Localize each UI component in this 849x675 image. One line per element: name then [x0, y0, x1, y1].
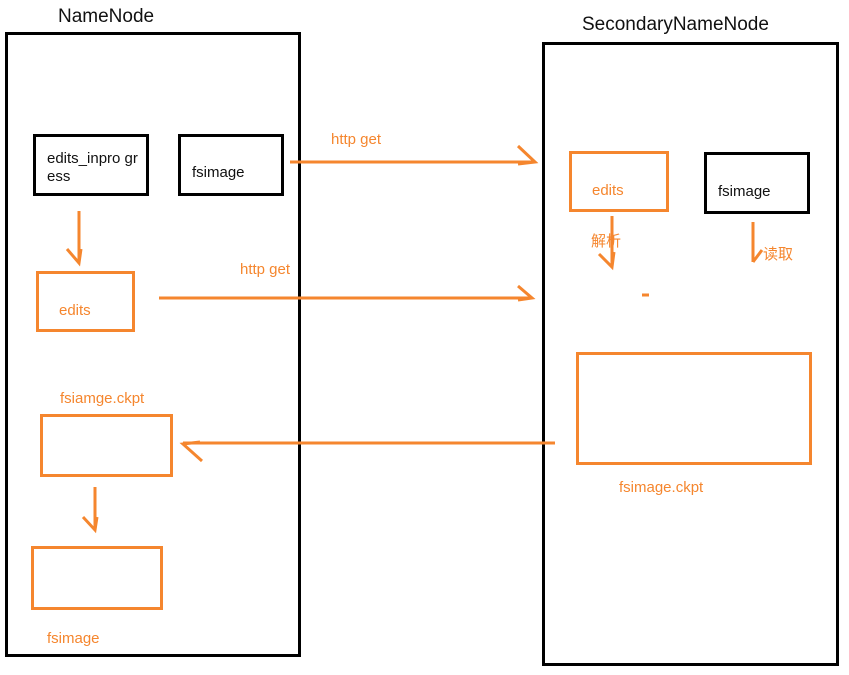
namenode-new-fsimage-box	[31, 546, 163, 610]
secondary-edits-box	[569, 151, 669, 212]
namenode-edits-label: edits	[59, 302, 91, 319]
namenode-title: NameNode	[58, 6, 155, 27]
ckpt-to-fsimage-arrow	[81, 487, 99, 534]
namenode-edits-box	[36, 271, 135, 332]
http-get-fsimage-arrow	[290, 144, 539, 166]
namenode-fsimage-box	[178, 134, 284, 196]
ckpt-transfer-arrow	[179, 440, 555, 463]
http-get-label-1: http get	[331, 131, 382, 148]
namenode-ckpt-box	[40, 414, 173, 477]
secondary-title: SecondaryNameNode	[582, 14, 769, 35]
read-label: 读取	[763, 246, 794, 263]
edits-inprogress-box	[33, 134, 149, 196]
http-get-label-2: http get	[240, 261, 291, 278]
edits-inprogress-label: edits_inpro gress	[47, 150, 138, 185]
secondary-fsimage-box	[704, 152, 810, 214]
namenode-fsimage-label: fsimage	[192, 164, 245, 181]
namenode-container	[5, 32, 301, 657]
read-arrow	[751, 222, 764, 263]
namenode-ckpt-label: fsiamge.ckpt	[60, 390, 145, 407]
parse-label: 解析	[591, 233, 622, 250]
secondary-edits-label: edits	[592, 182, 624, 199]
secondary-container	[542, 42, 839, 666]
parse-arrow	[597, 216, 616, 271]
http-get-edits-arrow	[159, 284, 536, 302]
namenode-new-fsimage-label: fsimage	[47, 630, 100, 647]
secondary-fsimage-label: fsimage	[718, 183, 771, 200]
secondary-ckpt-label: fsimage.ckpt	[619, 479, 704, 496]
secondary-ckpt-box	[576, 352, 812, 465]
edits-inprogress-to-edits-arrow	[65, 211, 83, 267]
